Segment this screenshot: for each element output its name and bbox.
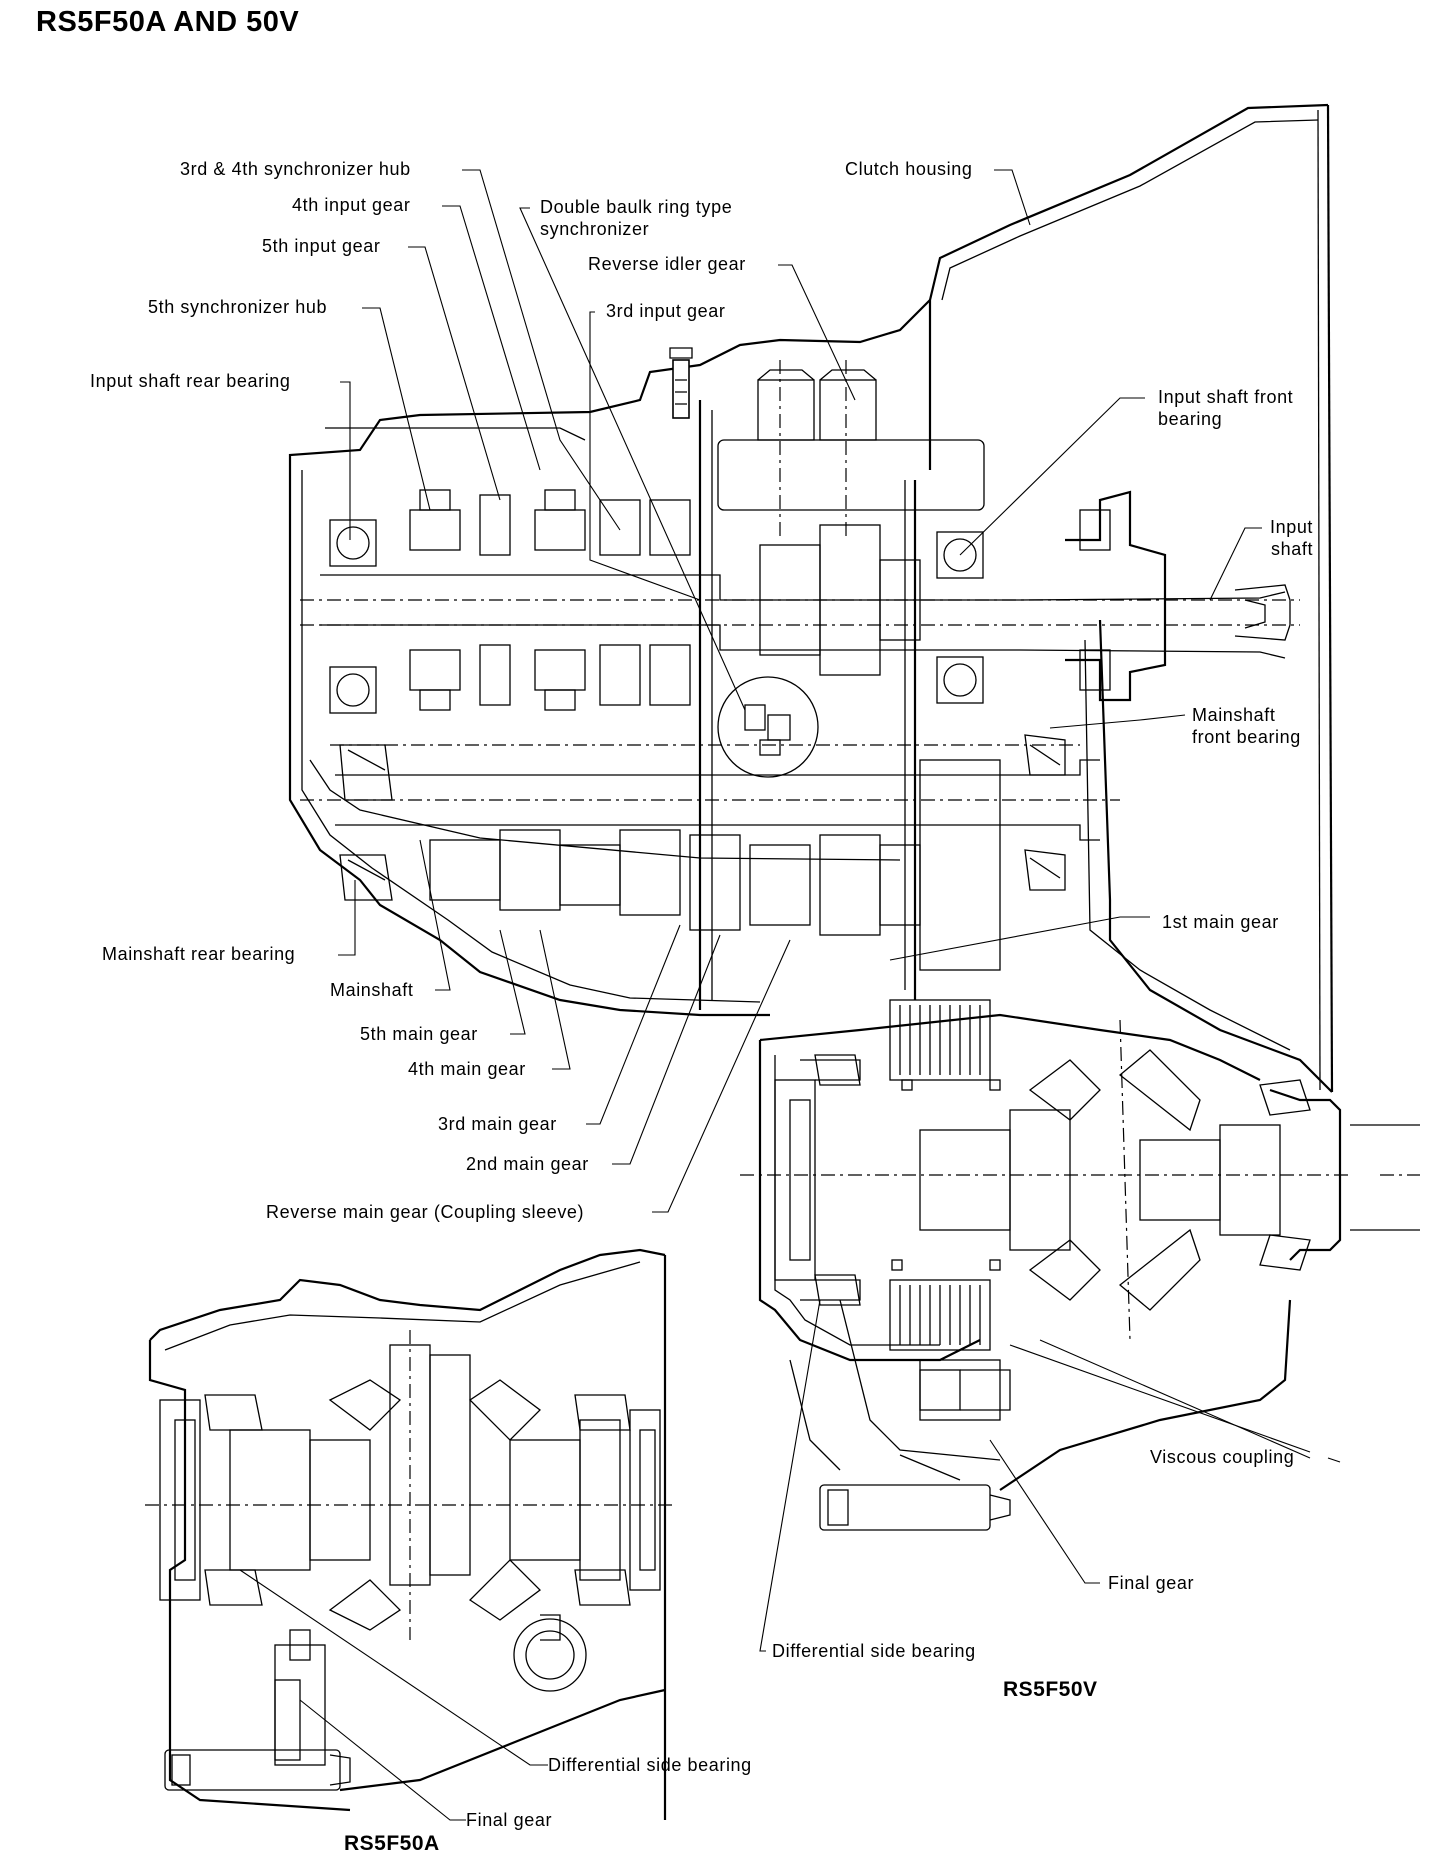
label-input-shaft: Input shaft [1270, 517, 1314, 559]
label-differential-side-bearing-rs5f50a: Differential side bearing [548, 1755, 752, 1775]
label-5th-main-gear: 5th main gear [360, 1024, 478, 1044]
label-reverse-main-gear: Reverse main gear (Coupling sleeve) [266, 1202, 585, 1222]
label-3rd-main-gear: 3rd main gear [438, 1114, 557, 1134]
label-input-shaft-rear-bearing: Input shaft rear bearing [90, 371, 291, 391]
label-reverse-idler-gear: Reverse idler gear [588, 254, 746, 274]
label-2nd-main-gear: 2nd main gear [466, 1154, 589, 1174]
rs5f50a-differential-drawing [145, 1248, 675, 1820]
label-4th-main-gear: 4th main gear [408, 1059, 526, 1079]
label-double-baulk-ring-synchronizer: Double baulk ring type synchronizer [540, 197, 733, 239]
label-mainshaft-front-bearing: Mainshaft front bearing [1192, 705, 1301, 747]
label-5th-synchronizer-hub: 5th synchronizer hub [148, 297, 328, 317]
label-final-gear-rs5f50v: Final gear [1108, 1573, 1195, 1593]
label-input-shaft-front-bearing: Input shaft front bearing [1158, 387, 1294, 429]
caption-rs5f50a: RS5F50A [344, 1832, 440, 1855]
label-1st-main-gear: 1st main gear [1162, 912, 1279, 932]
label-3rd-input-gear: 3rd input gear [606, 301, 726, 321]
page-title: RS5F50A AND 50V [36, 6, 300, 38]
label-mainshaft: Mainshaft [330, 980, 414, 1000]
rs5f50v-differential-drawing [740, 999, 1350, 1531]
label-mainshaft-rear-bearing: Mainshaft rear bearing [102, 944, 296, 964]
label-final-gear-rs5f50a: Final gear [466, 1810, 553, 1830]
label-viscous-coupling: Viscous coupling [1150, 1447, 1295, 1467]
label-differential-side-bearing-rs5f50v: Differential side bearing [772, 1641, 976, 1661]
leader-lines [239, 169, 1341, 1821]
transaxle-housing-outline [288, 103, 1420, 1261]
label-clutch-housing: Clutch housing [845, 159, 973, 179]
caption-rs5f50v: RS5F50V [1003, 1678, 1098, 1701]
label-3rd-4th-synchronizer-hub: 3rd & 4th synchronizer hub [180, 159, 411, 179]
label-4th-input-gear: 4th input gear [292, 195, 411, 215]
label-5th-input-gear: 5th input gear [262, 236, 381, 256]
